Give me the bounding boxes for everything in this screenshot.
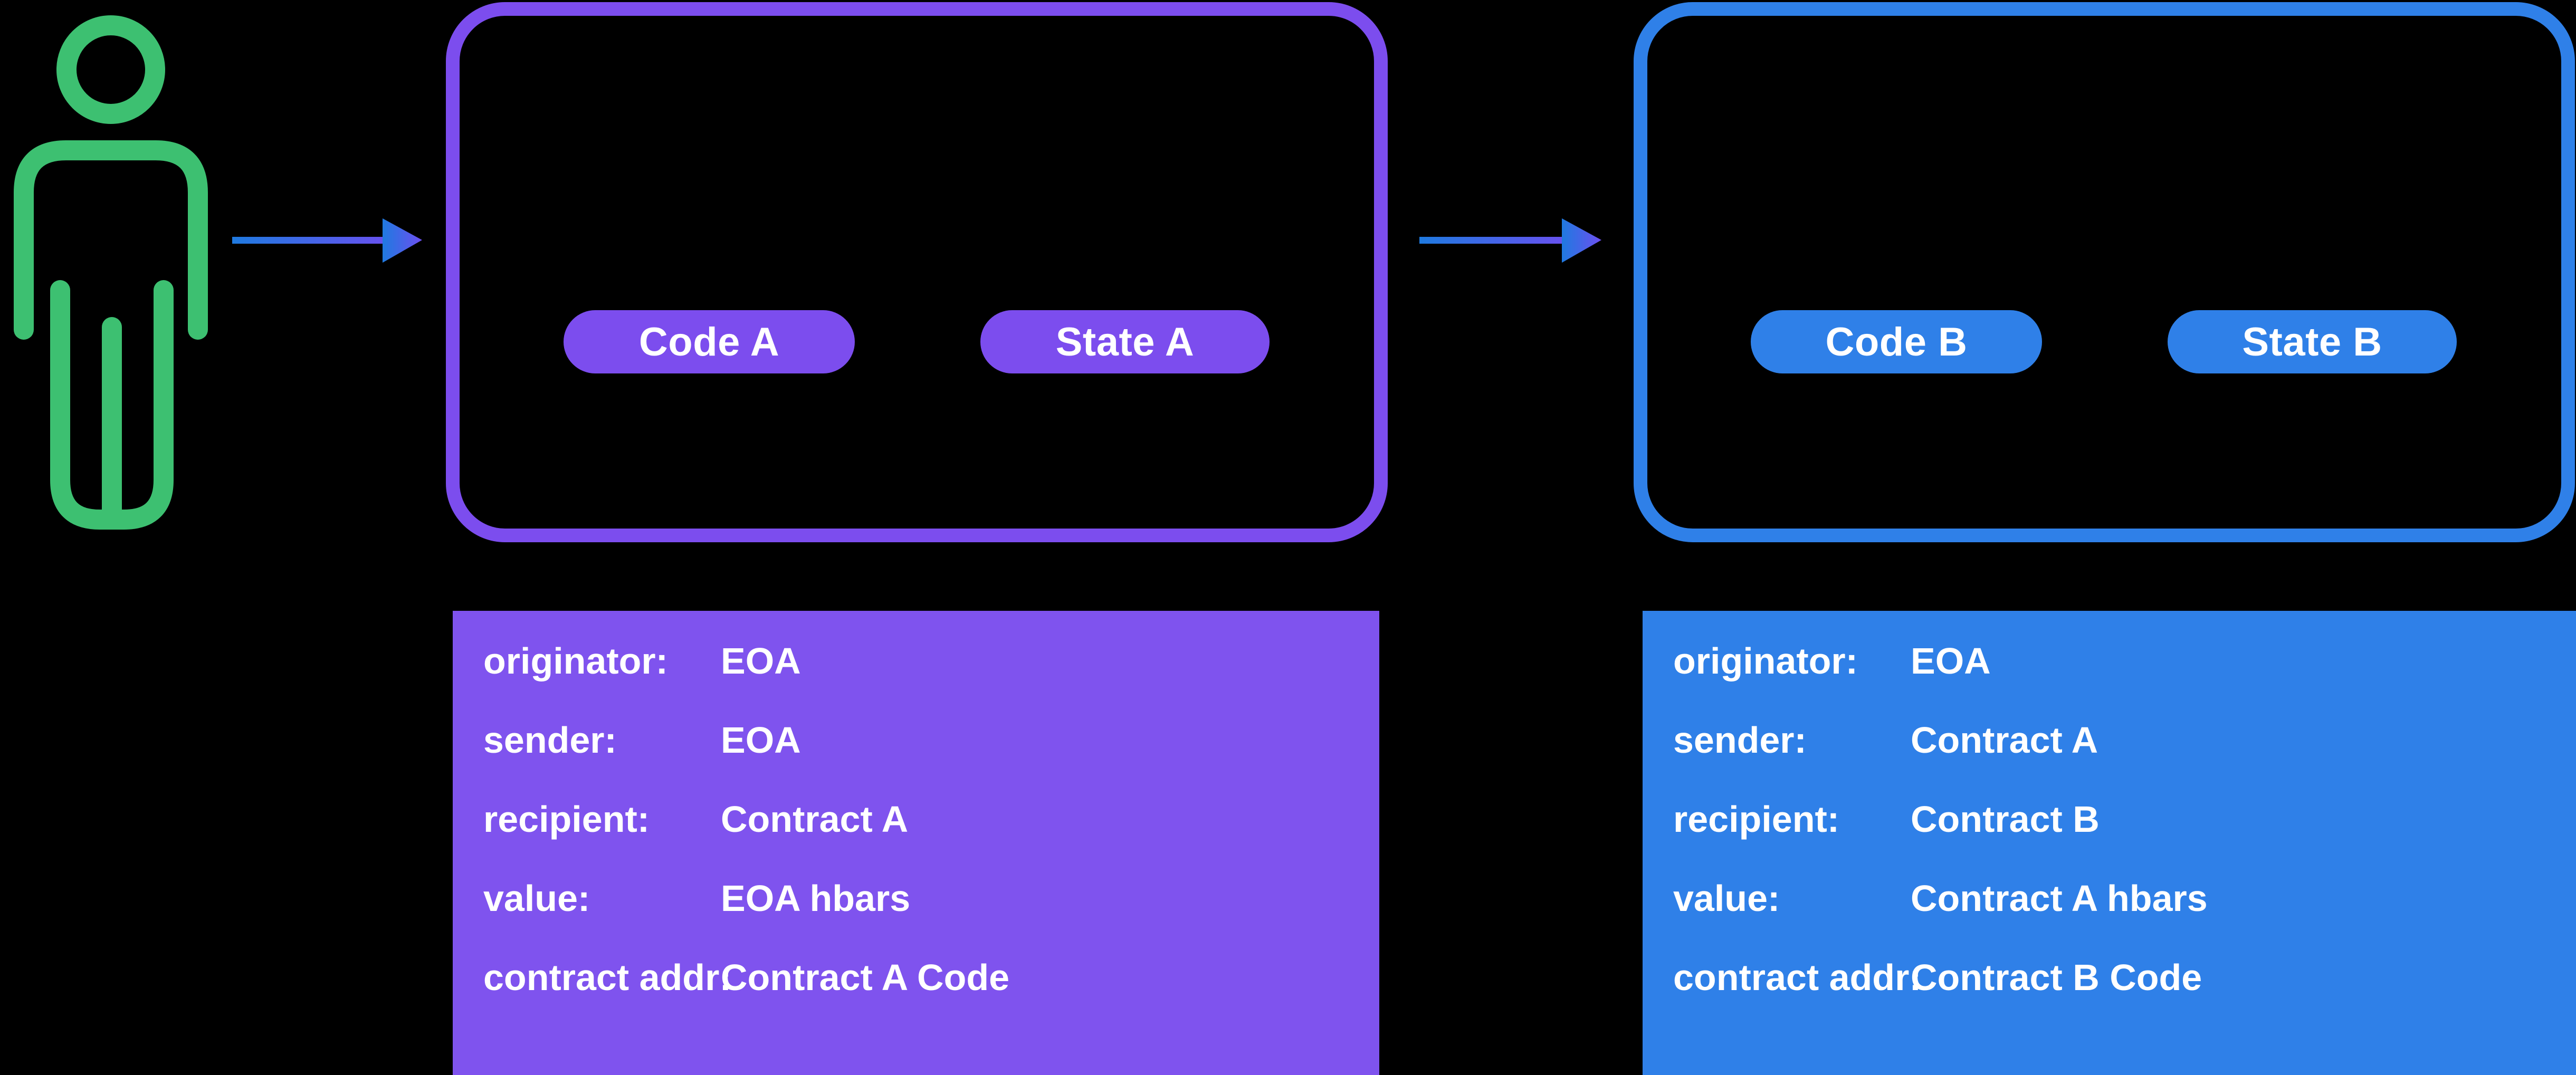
- attr-key: recipient:: [1673, 799, 1840, 840]
- arrow-eoa-to-contract-a-icon: [232, 211, 470, 274]
- contract-b-state-pill-label: State B: [2242, 319, 2382, 364]
- table-row: contract addr: Contract A Code: [483, 956, 1379, 1035]
- contract-a-attribute-table: originator: EOA sender: EOA recipient: C…: [453, 611, 1379, 1075]
- attr-value: Contract A hbars: [1911, 878, 2208, 919]
- table-row: recipient: Contract B: [1673, 798, 2576, 877]
- attr-value: EOA: [721, 719, 801, 761]
- table-row: contract addr: Contract B Code: [1673, 956, 2576, 1035]
- contract-a-code-pill-label: Code A: [638, 319, 780, 364]
- attr-key: value:: [1673, 878, 1780, 919]
- attr-key: contract addr:: [483, 957, 732, 998]
- table-row: value: Contract A hbars: [1673, 877, 2576, 956]
- table-row: originator: EOA: [1673, 640, 2576, 719]
- arrow-contract-a-to-contract-b-icon: [1404, 211, 1625, 274]
- table-row: value: EOA hbars: [483, 877, 1379, 956]
- contract-a-code-pill[interactable]: Code A: [564, 310, 855, 373]
- attr-value: Contract B Code: [1911, 957, 2202, 998]
- contract-b-code-pill-label: Code B: [1825, 319, 1968, 364]
- contract-b-code-pill[interactable]: Code B: [1751, 310, 2042, 373]
- table-row: originator: EOA: [483, 640, 1379, 719]
- table-row: sender: EOA: [483, 719, 1379, 798]
- contract-a-box: [446, 2, 1388, 542]
- attr-value: EOA: [721, 640, 801, 682]
- attr-key: originator:: [1673, 640, 1858, 682]
- contract-a-state-pill-label: State A: [1055, 319, 1195, 364]
- contract-a-state-pill[interactable]: State A: [980, 310, 1270, 373]
- attr-value: Contract B: [1911, 799, 2100, 840]
- contract-b-attribute-table: originator: EOA sender: Contract A recip…: [1643, 611, 2576, 1075]
- attr-key: contract addr:: [1673, 957, 1922, 998]
- attr-key: recipient:: [483, 799, 650, 840]
- contract-b-state-pill[interactable]: State B: [2168, 310, 2457, 373]
- contract-b-box: [1634, 2, 2575, 542]
- person-icon: [7, 5, 229, 538]
- table-row: sender: Contract A: [1673, 719, 2576, 798]
- attr-key: sender:: [483, 719, 617, 761]
- attr-value: Contract A: [721, 799, 909, 840]
- attr-value: Contract A: [1911, 719, 2098, 761]
- attr-key: originator:: [483, 640, 668, 682]
- attr-value: EOA hbars: [721, 878, 911, 919]
- attr-value: Contract A Code: [721, 957, 1010, 998]
- table-row: recipient: Contract A: [483, 798, 1379, 877]
- attr-key: value:: [483, 878, 590, 919]
- attr-key: sender:: [1673, 719, 1807, 761]
- attr-value: EOA: [1911, 640, 1991, 682]
